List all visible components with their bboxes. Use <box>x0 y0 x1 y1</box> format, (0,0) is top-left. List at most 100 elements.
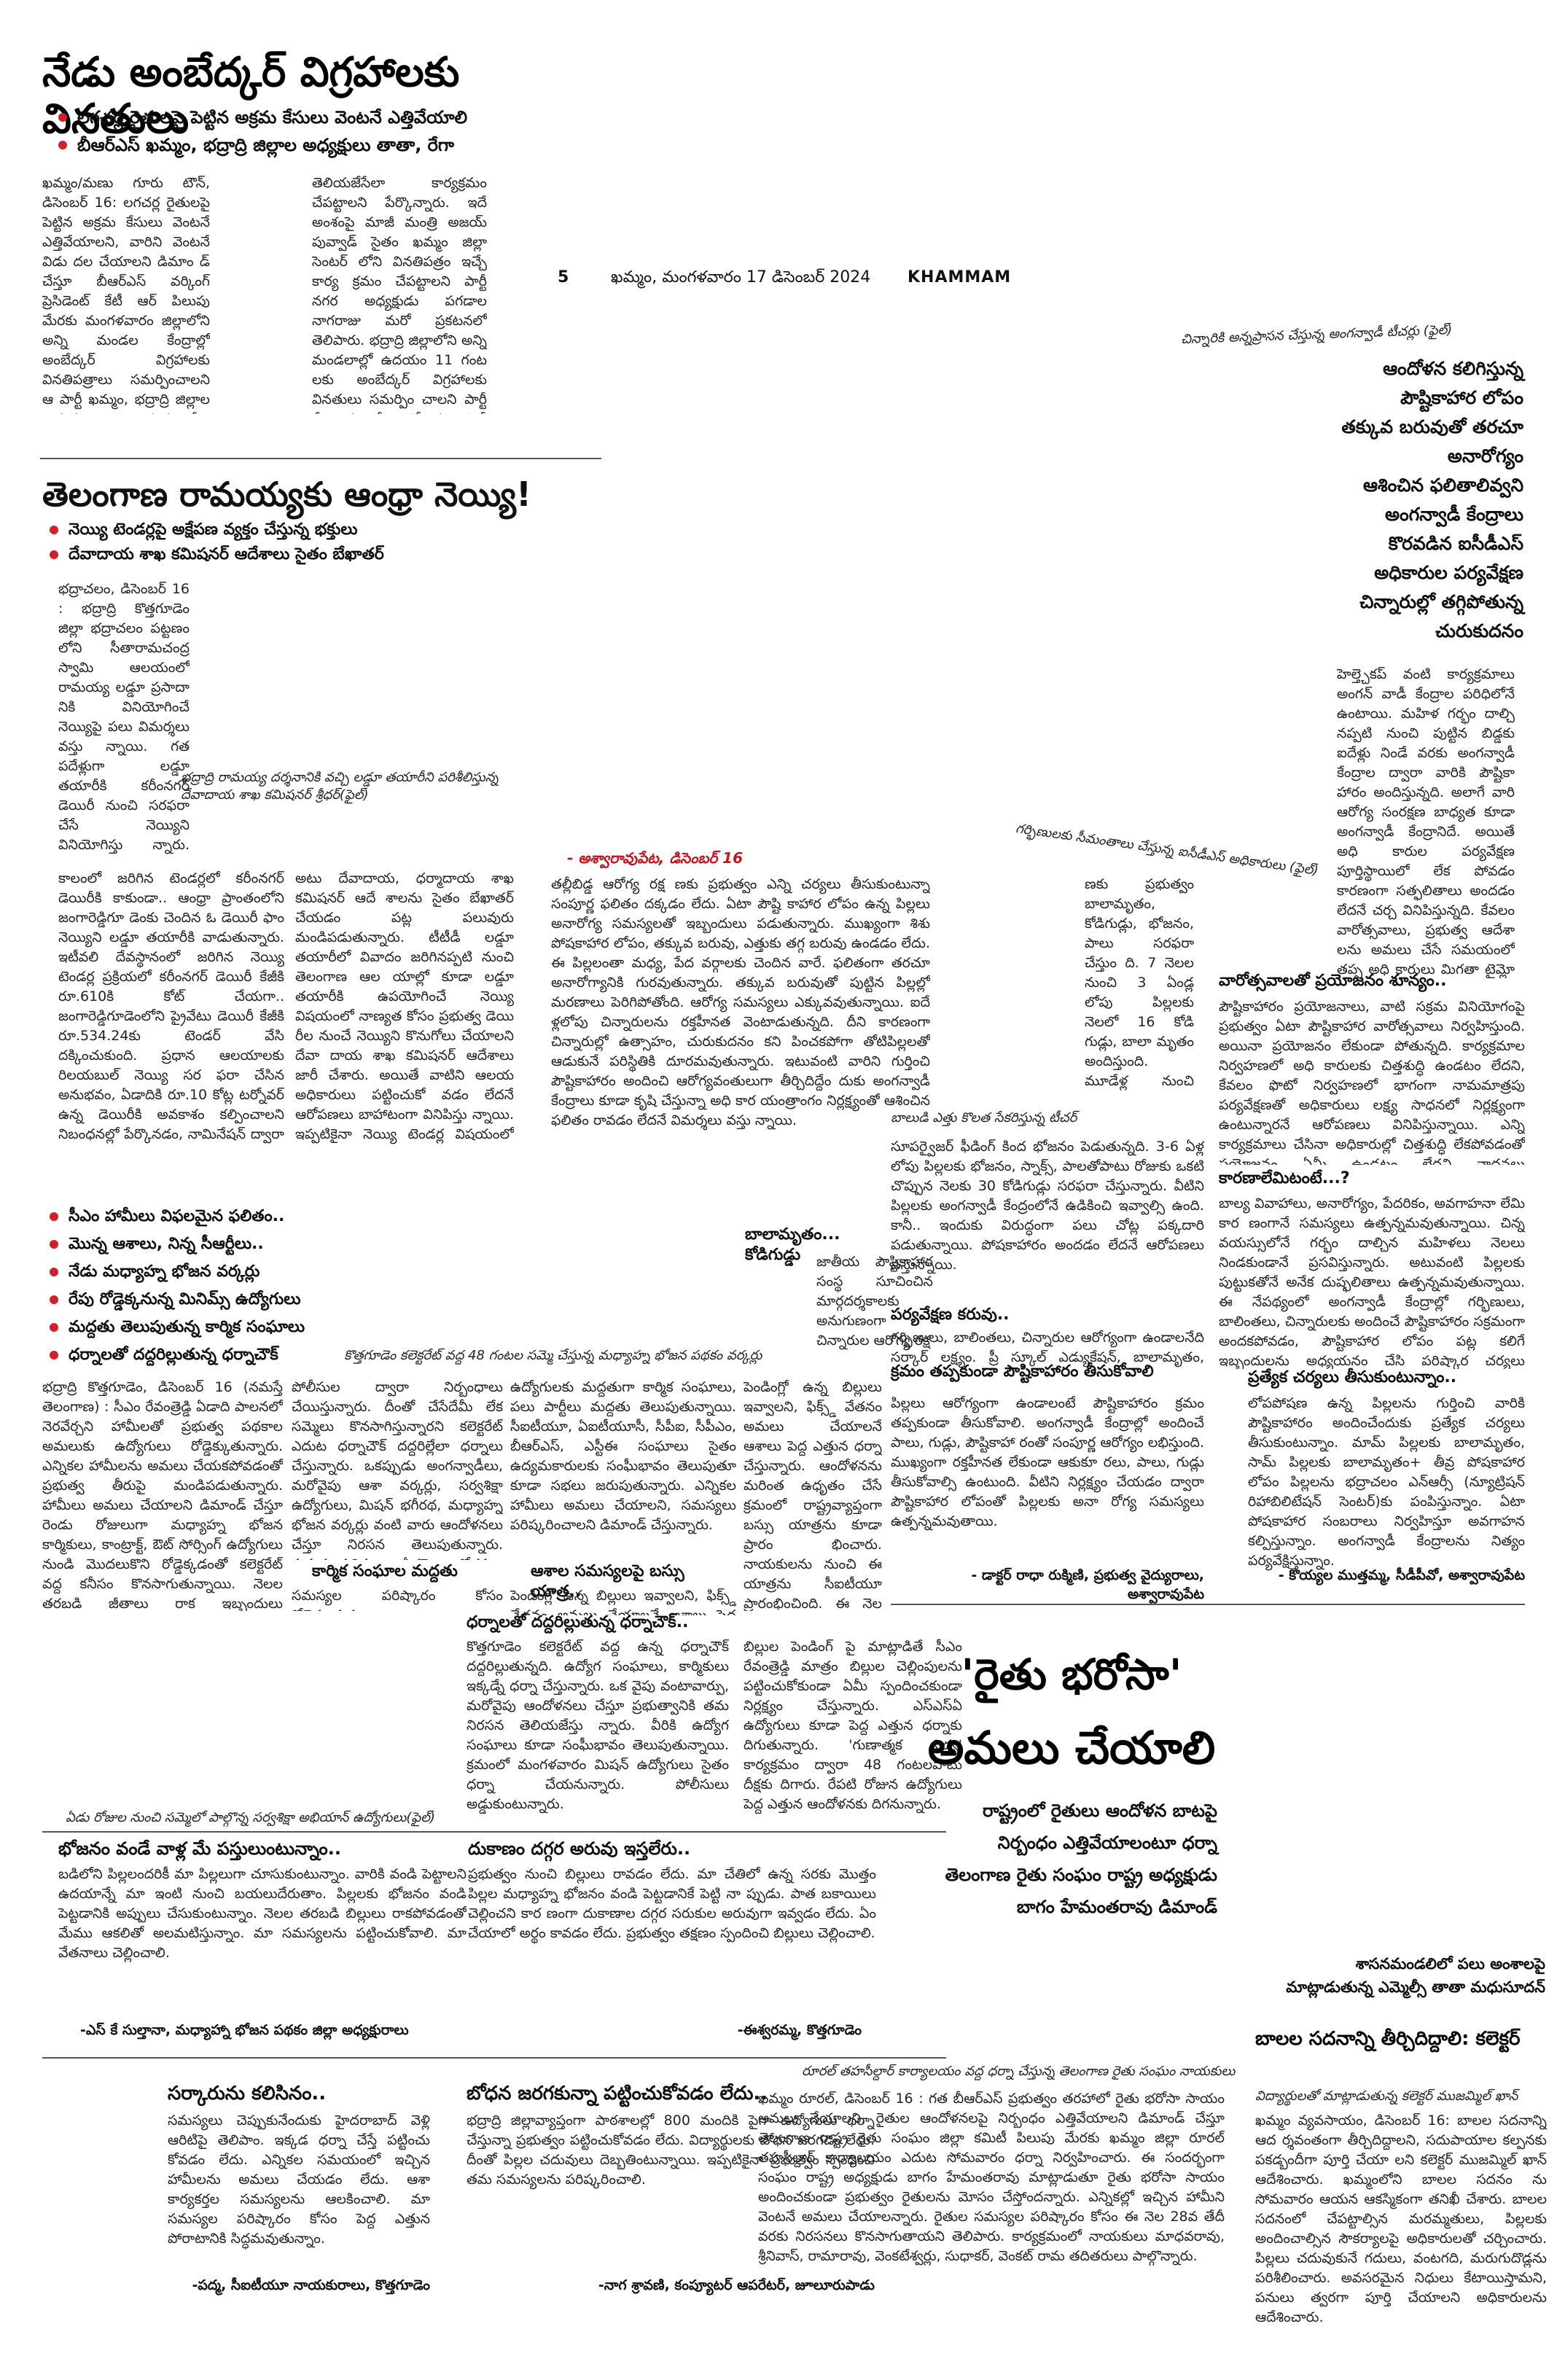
story3-subhead: క్రమం తప్పకుండా పౌష్టికాహారం తీసుకోవాలి <box>891 1362 1154 1381</box>
story4-column: పోలీసుల ద్వారా నిర్బంధాలు చేయిస్తున్నారు… <box>292 1379 503 1560</box>
story3-subhead: ప్రత్యేక చర్యలు తీసుకుంటున్నాం.. <box>1248 1368 1457 1386</box>
story4-signature: -ఈశ్వరమ్మ, కొత్తగూడెం <box>737 2022 862 2038</box>
divider <box>891 1604 1525 1605</box>
story5-subline: తెలంగాణ రైతు సంఘం రాష్ట్ర అధ్యక్షుడు <box>945 1865 1217 1885</box>
story5-body: ఖమ్మం రూరల్, డిసెంబర్ 16 : గత బీఆర్ఎస్ ప… <box>758 2091 1225 2264</box>
pull-line: తక్కువ బరువుతో తరచూ <box>1341 416 1523 437</box>
divider <box>42 1831 946 1833</box>
story3-right-caption: చిన్నారికి అన్నప్రాసన చేస్తున్న అంగన్వాడ… <box>1180 322 1453 348</box>
story3-column: లోపపోషణ ఉన్న పిల్లలను గుర్తించి వారికి ప… <box>1248 1395 1525 1569</box>
page-number: 5 <box>558 268 569 286</box>
story2-column: భద్రాచలం, డిసెంబర్ 16 : భద్రాద్రి కొత్తగ… <box>58 581 190 853</box>
story4-photo-caption: కొత్తగూడెం కలెక్టరేట్ వద్ద 48 గంటల సమ్మె… <box>344 1348 762 1363</box>
bullet-dot-icon <box>58 113 67 122</box>
bullet-dot-icon <box>50 1268 58 1276</box>
story4-subhead: బోధన జరగకున్నా పట్టించుకోవడం లేదు.. <box>467 2083 768 2104</box>
story4-column: సమస్యల పరిష్కారం కోసం రోడ్డెక్కుతున్న <box>292 1588 503 1611</box>
story4-signature: -ఎస్ కే సుల్తానా, మధ్యాహ్నా భోజన పథకం జి… <box>80 2022 409 2038</box>
story4-subhead: దుకాణం దగ్గర అరువు ఇస్తలేరు.. <box>468 1838 691 1859</box>
story1-column: తెలియజేసేలా కార్యక్రమం చేపట్టాలని పేర్కొ… <box>312 175 487 414</box>
story4-bullet: నేడు మధ్యాహ్న భోజన వర్కర్లు <box>50 1258 356 1286</box>
bullet-dot-icon <box>50 1323 58 1332</box>
story4-column: భద్రాద్రి జిల్లావ్యాప్తంగా పాఠశాలల్లో 80… <box>467 2112 875 2188</box>
story6-headline: బాలల సదనాన్ని తీర్చిదిద్దాలి: కలెక్టర్ <box>1255 2028 1521 2050</box>
story1-headline: నేడు అంబేద్కర్ విగ్రహాలకు వినతులు <box>42 49 460 143</box>
bullet-dot-icon <box>50 1295 58 1304</box>
bullet-dot-icon <box>58 141 67 149</box>
story4-bullets: సీఎం హామీలు విఫలమైన ఫలితం.. మొన్న ఆశాలు,… <box>50 1203 356 1369</box>
pull-line: అధికారుల పర్యవేక్షణ <box>1374 562 1523 583</box>
story5-subheads: రాష్ట్రంలో రైతులు ఆందోళన బాటపై నిర్బంధం … <box>940 1795 1217 1923</box>
story3-column: ణకు ప్రభుత్వం బాలామృతం, కోడిగుడ్లు, భోజన… <box>1085 876 1194 1093</box>
pull-line: చిన్నారుల్లో తగ్గిపోతున్న <box>1359 591 1523 612</box>
story4-column: ప్రభుత్వం నుంచి బిల్లులు రావడం లేదు. మా … <box>468 1866 876 1941</box>
story2-bullets: నెయ్యి టెండర్లపై అక్షేపణ వ్యక్తం చేస్తున… <box>50 518 604 567</box>
story3-signature: - డాక్టర్ రాధా రుక్మిణి, ప్రభుత్వ వైద్యు… <box>971 1567 1204 1602</box>
story2-photo-caption: భద్రాద్రి రామయ్య దర్శనానికి వచ్చి లడ్డూ … <box>181 770 499 803</box>
story2-headline: తెలంగాణ రామయ్యకు ఆంధ్రా నెయ్యి! <box>42 475 531 514</box>
bullet-dot-icon <box>50 526 58 534</box>
story4-subhead: ఆశాల సమస్యలపై బస్సు యాత్ర.. <box>531 1562 684 1601</box>
story3-small-caption: బాలుడి ఎత్తు కొలత సేకరిస్తున్న టీచర్ <box>891 1110 1077 1125</box>
story3-subhead: పర్యవేక్షణ కరువు.. <box>891 1306 1010 1324</box>
bullet-dot-icon <box>50 1212 58 1221</box>
story4-subhead: ధర్నాలతో దద్దరిల్లుతున్న ధర్నాచౌక్.. <box>467 1613 689 1631</box>
story1-bullets: లగచర్ల రైతులపై పెట్టిన అక్రమ కేసులు వెంట… <box>58 104 612 159</box>
story6-body: ఖమ్మం వ్యవసాయం, డిసెంబర్ 16: బాలల సదనాన్… <box>1255 2112 1547 2325</box>
story1-column: ఖమ్మం/మణు గూరు టౌన్, డిసెంబర్ 16: లగచర్ల… <box>42 175 210 414</box>
pull-line: ఆందోళన కలిగిస్తున్న <box>1383 358 1523 379</box>
story5-subline: బాగం హేమంతరావు డిమాండ్ <box>1016 1897 1217 1917</box>
story4-signature: -నాగ శ్రావణి, కంప్యూటర్ ఆపరేటర్, జూలూరుప… <box>598 2277 875 2293</box>
story4-column: పెండింగ్లో ఉన్న బిల్లులు ఇవ్వాలని, ఫిక్స… <box>510 1588 736 1615</box>
story2-bullet: దేవాదాయ శాఖ కమిషనర్ ఆదేశాలు సైతం బేఖాతర్ <box>50 542 604 567</box>
divider <box>40 458 601 459</box>
page-dateline: ఖమ్మం, మంగళవారం 17 డిసెంబర్ 2024 <box>611 268 871 286</box>
story5-headline: 'రైతు భరోసా' <box>961 1650 1182 1699</box>
story1-bullet: బీఆర్ఎస్ ఖమ్మం, భద్రాద్రి జిల్లాల అధ్యక్… <box>58 131 612 159</box>
story4-column: బిల్లుల పెండింగ్ పై మాట్లాడితే సీఎం రేవం… <box>744 1639 962 1812</box>
story4-bullet: మద్దతు తెలుపుతున్న కార్మిక సంఘాలు <box>50 1314 356 1341</box>
story3-column: గర్భిణులు, బాలింతలు, చిన్నారుల ఆరోగ్యంగా… <box>891 1330 1204 1372</box>
story3-subhead: కారణాలేమిటంటే...? <box>1219 1169 1350 1187</box>
story1-bullet: లగచర్ల రైతులపై పెట్టిన అక్రమ కేసులు వెంట… <box>58 104 612 131</box>
story3-column: సూపర్వైజర్ ఫీడింగ్ కింద భోజనం పెడుతున్నద… <box>891 1139 1204 1273</box>
story3-column: తల్లీబిడ్డ ఆరోగ్య రక్ష ణకు ప్రభుత్వం ఎన్… <box>551 876 930 1128</box>
story4-column: భద్రాద్రి కొత్తగూడెం, డిసెంబర్ 16 (నమస్త… <box>42 1379 283 1611</box>
story4-bullet: సీఎం హామీలు విఫలమైన ఫలితం.. <box>50 1203 356 1230</box>
pull-line: అంగన్వాడీ కేంద్రాలు <box>1385 504 1523 525</box>
story4-subhead: సర్కారును కలిసినం.. <box>168 2083 327 2104</box>
story4-column: పెండింగ్లో ఉన్న బిల్లులు ఇవ్వాలని, ఫిక్స… <box>744 1379 882 1611</box>
story3-column: పిల్లలు ఆరోగ్యంగా ఉండాలంటే పౌష్టికాహారం … <box>891 1395 1204 1529</box>
story3-pull-quote: ఆందోళన కలిగిస్తున్న పౌష్టికాహార లోపం తక్… <box>1254 354 1523 646</box>
story4-bullet: ధర్నాలతో దద్దరిల్లుతున్న ధర్నాచౌక్ <box>50 1341 356 1369</box>
story3-column: జాతీయ పౌష్టికాహార సంస్థ సూచించిన మార్గదర… <box>816 1254 933 1349</box>
story3-column: బాల్య వివాహాలు, అనారోగ్యం, పేదరికం, అవగా… <box>1219 1195 1525 1369</box>
story3-signature: - కొయ్యల ముత్తమ్మ, సీడీపీవో, అశ్వారావుపే… <box>1278 1567 1525 1583</box>
story5-subline: రాష్ట్రంలో రైతులు ఆందోళన బాటపై <box>983 1800 1217 1821</box>
story4-bullet: మొన్న ఆశాలు, నిన్న సీఆర్టీలు.. <box>50 1230 356 1258</box>
story6-headline: శాసనమండలిలో పలు అంశాలపై <box>1355 1955 1545 1973</box>
story2-column: కాలంలో జరిగిన టెండర్లలో కరీంనగర్ డెయిరీక… <box>58 870 284 1142</box>
story5-photo-caption: రూరల్ తహసీల్దార్ కార్యాలయం వద్ద ధర్నా చే… <box>802 2064 1236 2079</box>
pull-line: చురుకుదనం <box>1435 620 1523 641</box>
divider <box>42 2057 946 2059</box>
story4-photo-caption: ఏడు రోజుల నుంచి సమ్మెలో పాల్గొన్న సర్వశి… <box>66 1810 435 1825</box>
bullet-dot-icon <box>50 1240 58 1249</box>
pull-line: అనారోగ్యం <box>1447 445 1523 467</box>
story4-column: కొత్తగూడెం కలెక్టరేట్ వద్ద ఉన్న ధర్నాచౌక… <box>467 1639 729 1812</box>
pull-line: పౌష్టికాహార లోపం <box>1400 387 1523 408</box>
story3-column: పౌష్టికాహారం ప్రయోజనాలు, వాటి సక్రమ విని… <box>1219 999 1525 1165</box>
story5-subline: నిర్బంధం ఎత్తివేయాలంటూ ధర్నా <box>997 1833 1217 1853</box>
bullet-dot-icon <box>50 1351 58 1359</box>
story4-column: ఉద్యోగులకు మద్దతుగా కార్మిక సంఘాలు, పలు … <box>510 1379 736 1533</box>
story4-subhead: భోజనం వండే వాళ్ల మే పస్తులుంటున్నాం.. <box>58 1838 341 1859</box>
pull-line: కొరవడిన ఐసీడీఎస్ <box>1388 533 1523 554</box>
story3-subhead: బాలామృతం... కోడిగుడ్డు <box>745 1225 840 1264</box>
story5-headline: అమలు చేయాలి <box>927 1721 1216 1774</box>
story2-column: అటు దేవాదాయ, ధర్మాదాయ శాఖ కమిషనర్ ఆదే శా… <box>295 870 514 1142</box>
story4-subhead: కార్మిక సంఘాల మద్దతు <box>312 1562 458 1580</box>
story3-dateline: - అశ్వారావుపేట, డిసెంబర్ 16 <box>567 849 743 867</box>
story3-column: హెల్త్చెకప్ వంటి కార్యక్రమాలు అంగన్ వాడీ… <box>1337 666 1515 978</box>
story4-signature: -పద్మ, సీఐటీయూ నాయకురాలు, కొత్తగూడెం <box>192 2277 430 2293</box>
pull-line: ఆశించిన ఫలితాలివ్వని <box>1362 475 1523 496</box>
